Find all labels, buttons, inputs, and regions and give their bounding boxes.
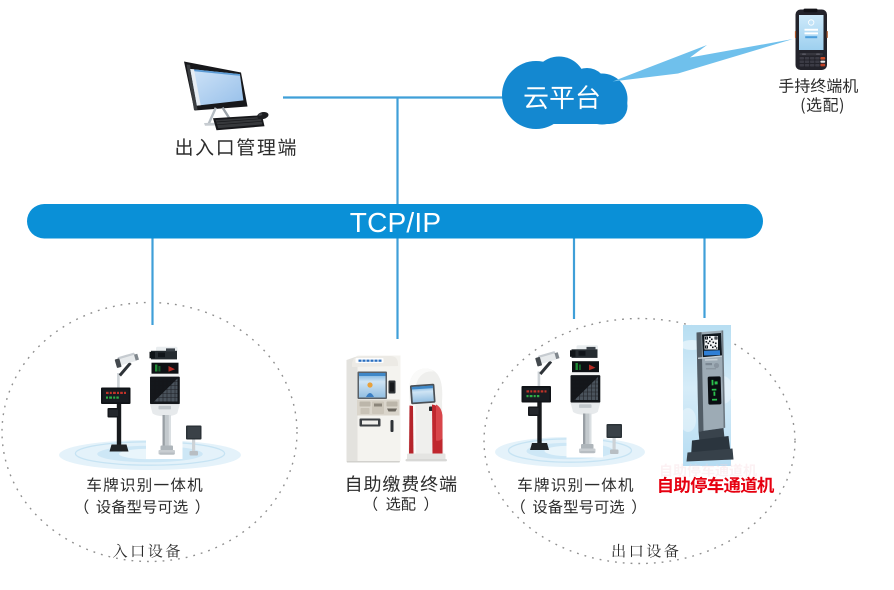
- svg-text:TCP/IP: TCP/IP: [350, 207, 441, 238]
